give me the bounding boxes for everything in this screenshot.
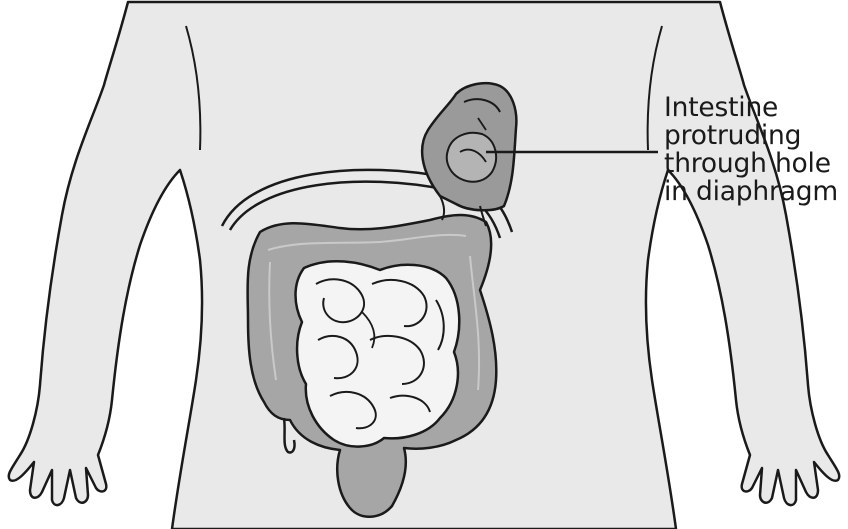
small-intestine-outline <box>296 261 460 446</box>
callout-line-2: protruding <box>664 122 848 150</box>
callout-label: Intestine protruding through hole in dia… <box>664 94 848 206</box>
callout-line-3: through hole <box>664 150 848 178</box>
small-intestine <box>296 261 460 446</box>
callout-line-4: in diaphragm <box>664 178 848 206</box>
callout-line-1: Intestine <box>664 94 848 122</box>
